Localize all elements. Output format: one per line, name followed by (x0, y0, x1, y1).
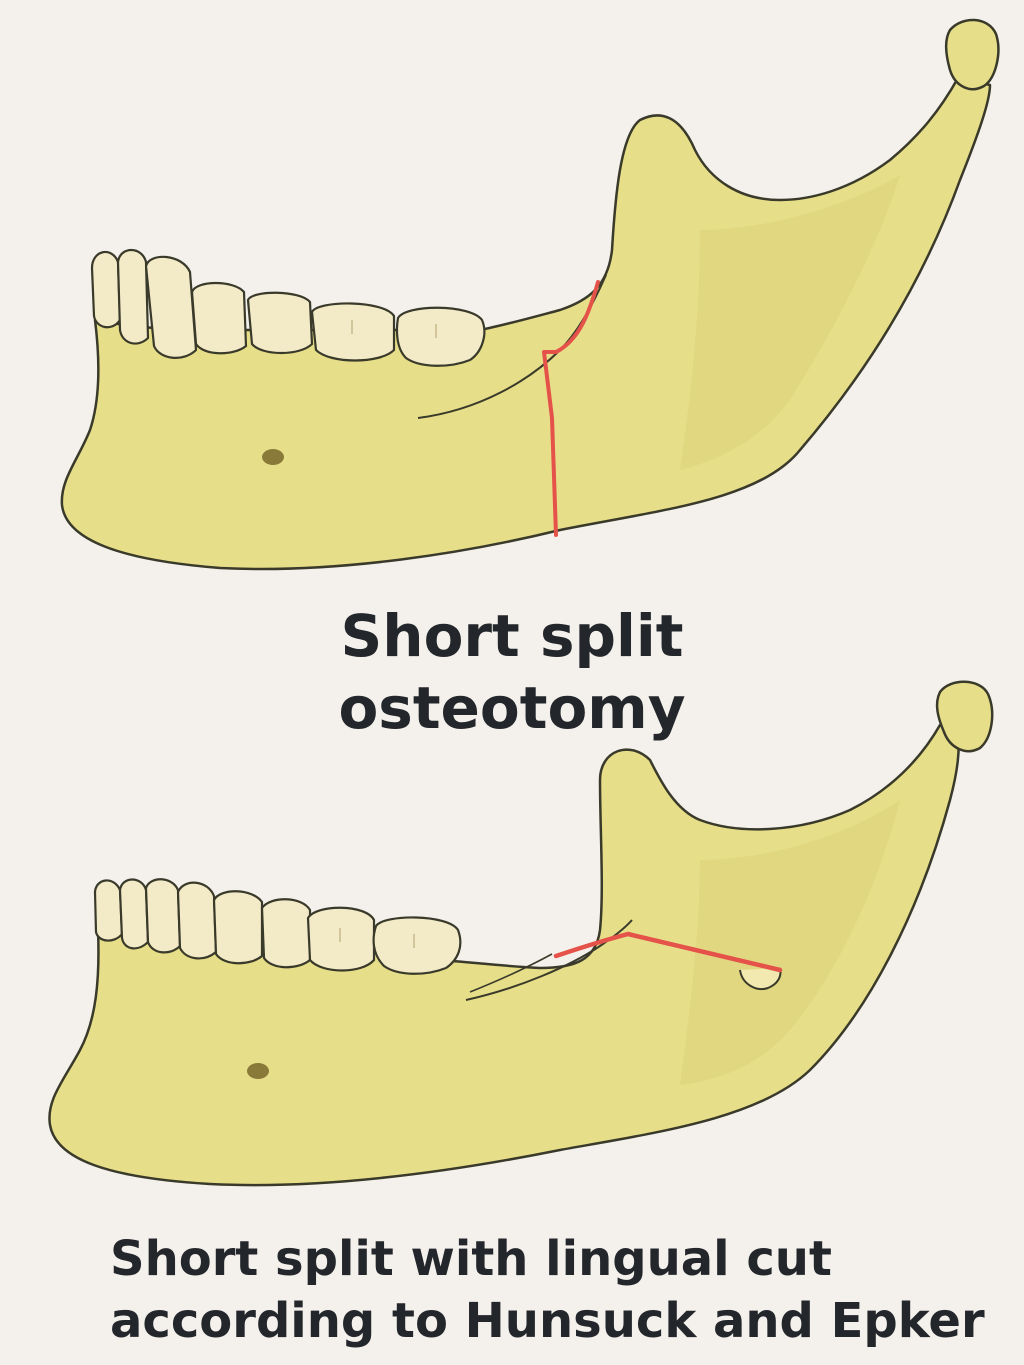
lingual-contour-inner (469, 953, 553, 993)
teeth-row (90, 248, 486, 367)
condyle (945, 18, 1000, 91)
caption-line: Short split with lingual cut (110, 1231, 832, 1287)
ramus-shading (680, 800, 900, 1085)
caption-line: Short split (340, 602, 684, 670)
osteotomy-cut-line (542, 280, 600, 537)
mental-foramen (247, 1063, 269, 1079)
lingual-cut-line (553, 931, 783, 973)
ramus-shading (680, 175, 900, 470)
caption-line: according to Hunsuck and Epker (110, 1293, 985, 1349)
caption-lingual-cut: Short split with lingual cut according t… (110, 1228, 985, 1352)
caption-short-split: Short split osteotomy (0, 600, 1024, 744)
mandible-bone (60, 76, 992, 571)
mandible-drawing-top (60, 18, 1000, 571)
mental-foramen (262, 449, 284, 465)
lingual-contour (465, 919, 633, 1001)
caption-line: osteotomy (338, 674, 686, 742)
condyle (935, 680, 994, 753)
mandible-drawing-bottom (48, 680, 994, 1187)
lingula (739, 967, 782, 990)
short-split-illustration (0, 0, 1024, 590)
lingual-cut-illustration (0, 670, 1024, 1215)
teeth-row (93, 878, 462, 975)
